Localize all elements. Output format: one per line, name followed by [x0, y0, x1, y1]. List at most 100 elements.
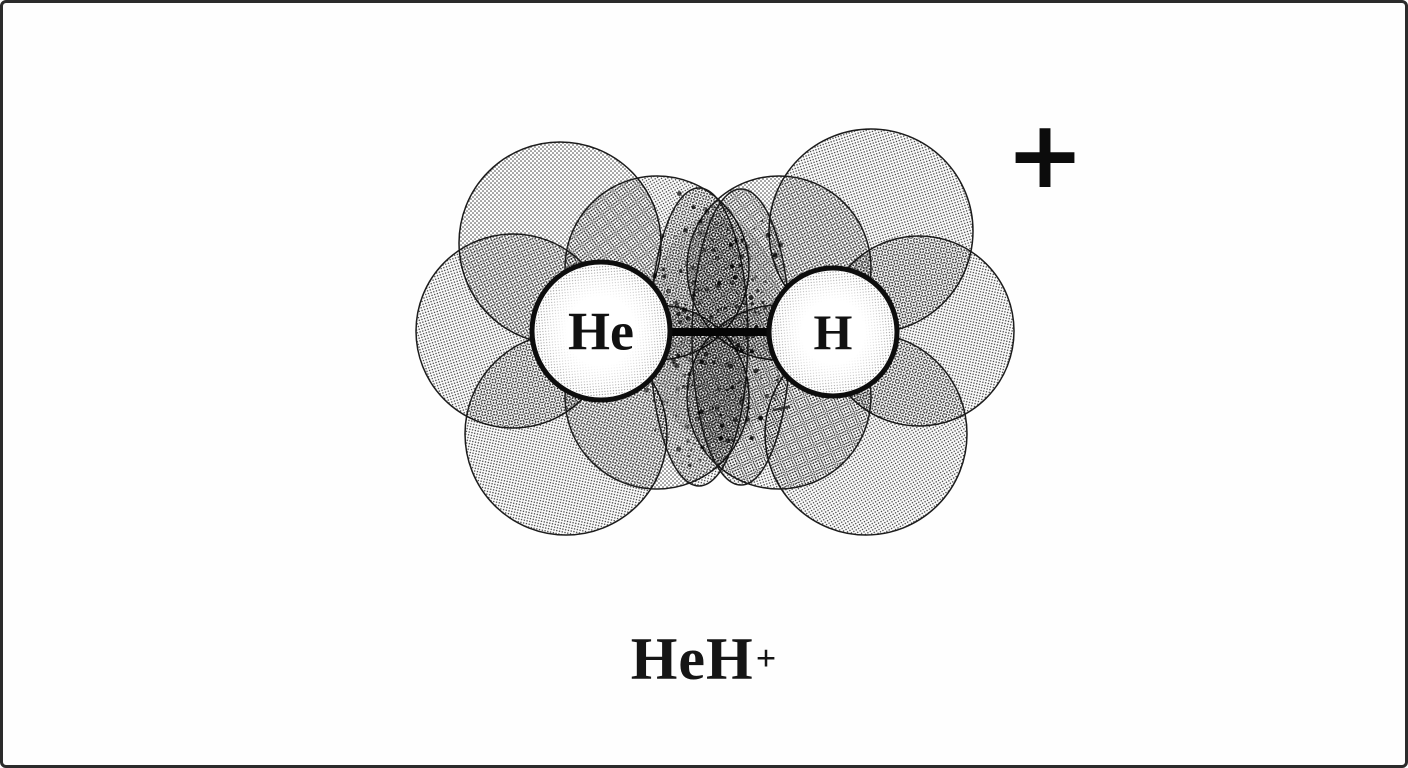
density-speck: [712, 360, 716, 364]
density-speck: [745, 318, 748, 321]
density-speck: [778, 242, 784, 248]
density-speck: [675, 387, 680, 392]
density-speck: [691, 384, 694, 387]
density-speck: [726, 228, 729, 231]
density-speck: [765, 232, 771, 238]
density-speck: [753, 310, 757, 314]
density-speck: [652, 399, 655, 402]
density-speck: [745, 337, 748, 340]
density-speck: [729, 280, 735, 286]
electron-density-specks: [644, 191, 784, 468]
density-speck: [678, 320, 682, 325]
density-speck: [720, 307, 723, 310]
density-speck: [698, 230, 703, 236]
density-speck: [703, 351, 709, 357]
bond: [668, 328, 791, 412]
density-speck: [708, 408, 711, 411]
density-speck: [733, 360, 736, 364]
density-speck: [661, 234, 665, 238]
density-speck: [749, 349, 755, 354]
density-speck: [751, 278, 755, 282]
density-speck: [719, 423, 725, 428]
density-speck: [662, 274, 667, 279]
density-speck: [746, 406, 749, 409]
density-speck: [758, 415, 764, 421]
density-speck: [739, 346, 743, 350]
density-speck: [773, 398, 777, 402]
density-speck: [696, 290, 700, 293]
atom-label-he: He: [568, 301, 634, 361]
density-speck: [708, 349, 710, 351]
density-speck: [738, 264, 742, 268]
density-speck: [673, 300, 679, 306]
density-speck: [691, 205, 696, 210]
density-speck: [676, 353, 681, 358]
density-speck: [740, 238, 744, 242]
density-speck: [724, 267, 728, 271]
density-speck: [687, 357, 693, 363]
density-speck: [750, 302, 754, 306]
density-speck: [685, 315, 690, 321]
density-speck: [692, 293, 696, 297]
density-speck: [681, 385, 686, 389]
density-speck: [698, 219, 703, 224]
density-speck: [704, 362, 708, 366]
density-speck: [739, 396, 744, 401]
density-speck: [681, 319, 683, 321]
density-speck: [714, 255, 720, 261]
density-speck: [732, 339, 736, 344]
density-speck: [681, 307, 688, 313]
density-speck: [714, 406, 720, 411]
density-speck: [740, 241, 743, 244]
density-speck: [677, 191, 682, 196]
density-speck: [735, 291, 739, 295]
density-speck: [684, 303, 687, 306]
density-speck: [698, 458, 701, 462]
density-speck: [713, 207, 715, 209]
density-speck: [775, 378, 779, 382]
density-speck: [666, 288, 671, 294]
density-speck: [719, 323, 721, 325]
density-speck: [718, 435, 724, 441]
density-speck: [734, 304, 739, 309]
density-speck: [687, 455, 691, 458]
density-speck: [709, 314, 714, 320]
atoms: He H: [529, 259, 900, 403]
density-speck: [711, 247, 716, 253]
density-speck: [690, 280, 696, 286]
density-speck: [699, 409, 704, 414]
density-speck: [739, 254, 745, 259]
density-speck: [685, 384, 690, 389]
density-speck: [674, 414, 678, 418]
density-speck: [759, 354, 762, 357]
density-speck: [711, 407, 715, 410]
density-speck: [685, 439, 691, 444]
atom-label-h: H: [814, 304, 853, 360]
density-speck: [760, 356, 764, 359]
density-speck: [747, 256, 752, 260]
density-speck: [763, 306, 767, 310]
density-speck: [732, 275, 738, 280]
density-speck: [661, 267, 666, 272]
density-speck: [676, 311, 681, 317]
density-speck: [759, 377, 763, 380]
density-speck: [754, 275, 758, 279]
density-speck: [711, 238, 715, 242]
density-speck: [674, 363, 680, 369]
density-speck: [744, 246, 749, 251]
atom-h: H: [766, 265, 900, 399]
density-speck: [714, 357, 717, 360]
density-speck: [745, 417, 750, 422]
density-speck: [665, 401, 669, 404]
density-speck: [661, 400, 665, 403]
density-speck: [745, 244, 750, 249]
density-speck: [774, 394, 777, 396]
density-speck: [683, 374, 687, 378]
density-speck: [735, 343, 741, 348]
density-speck: [697, 288, 700, 291]
density-speck: [728, 338, 733, 343]
density-speck: [687, 372, 691, 376]
density-speck: [702, 248, 707, 253]
